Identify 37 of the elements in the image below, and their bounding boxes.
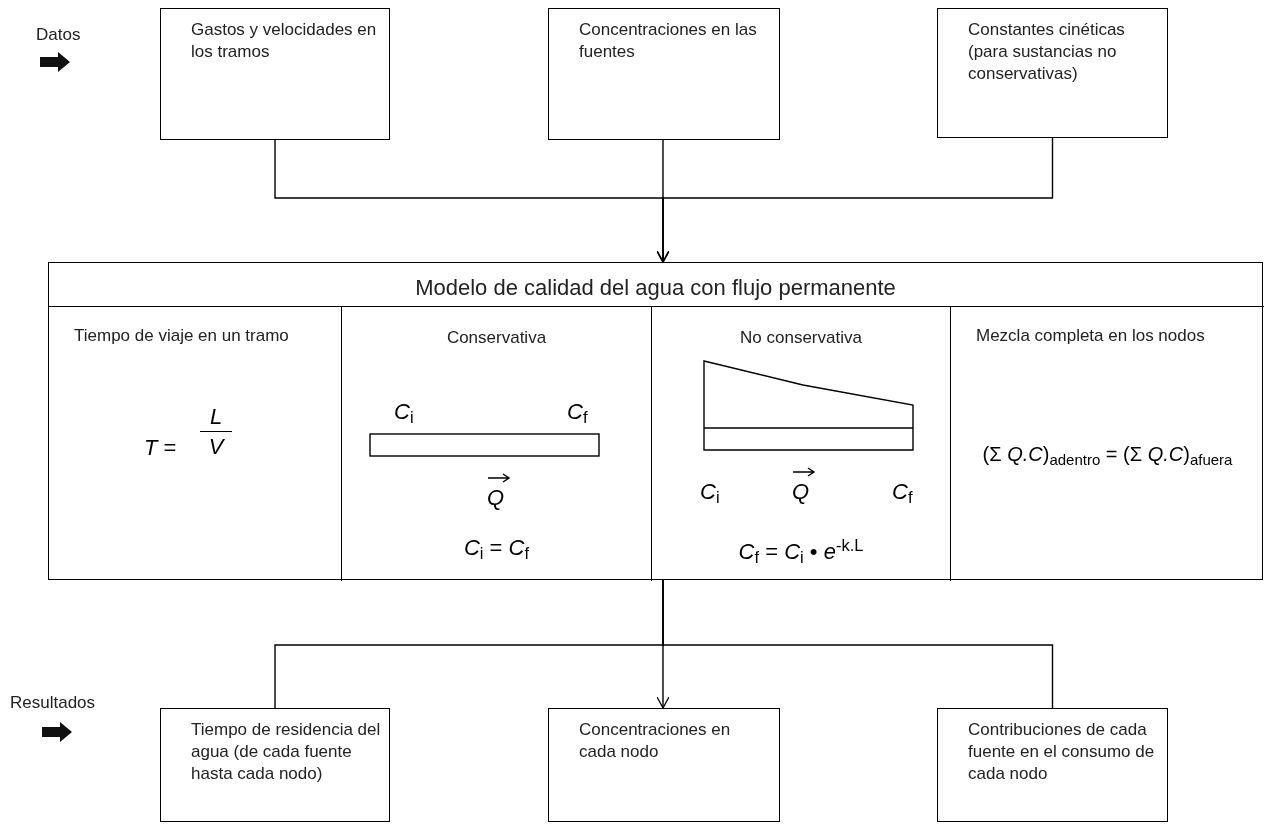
- result-box: [160, 708, 390, 822]
- box-text: Constantes cinéticas (para sustancias no conservativas): [968, 19, 1126, 85]
- concentration-label: C$_{i}$: [394, 398, 414, 428]
- side-label: Resultados: [10, 692, 96, 714]
- result-box: [548, 708, 780, 822]
- formula-text: T =: [144, 434, 177, 462]
- box-text: Concentraciones en cada nodo: [579, 719, 732, 763]
- input-box: [160, 8, 390, 140]
- box-text: Tiempo de residencia del agua (de cada fuente hasta cada nodo): [191, 719, 381, 785]
- formula-text: C$_{i}$ = C$_{f}$: [462, 534, 531, 564]
- result-box: [937, 708, 1168, 822]
- section-heading: Conservativa: [445, 327, 548, 349]
- concentration-label: C$_{f}$: [567, 398, 588, 428]
- fraction-numerator: L: [200, 403, 232, 432]
- box-text: Gastos y velocidades en los tramos: [191, 19, 378, 63]
- model-section: [341, 306, 651, 581]
- input-box: [937, 8, 1168, 138]
- model-section: [950, 306, 1264, 581]
- input-box: [548, 8, 780, 140]
- connector-arrow: [656, 137, 1054, 263]
- section-heading: Mezcla completa en los nodos: [976, 325, 1206, 347]
- flow-label: Q: [792, 478, 810, 506]
- section-heading: Tiempo de viaje en un tramo: [74, 325, 290, 347]
- model-section: [651, 306, 950, 581]
- formula-text: C$_{f}$ = C$_{i}$ • e$^{-k.L}$: [737, 535, 865, 568]
- concentration-label: C$_{f}$: [892, 478, 913, 508]
- model-title: Modelo de calidad del agua con flujo permanente: [414, 274, 897, 302]
- formula-text: (Σ Q.C)$_{adentro}$ = (Σ Q.C)$_{afuera}$: [981, 442, 1234, 469]
- fraction-denominator: V: [207, 433, 226, 461]
- box-text: Concentraciones en las fuentes: [579, 19, 758, 63]
- connector-line: [662, 579, 1054, 709]
- section-heading: No conservativa: [739, 327, 863, 349]
- model-box: [48, 262, 1263, 580]
- flow-label: Q: [487, 484, 505, 512]
- concentration-label: C$_{i}$: [700, 478, 720, 508]
- box-text: Contribuciones de cada fuente en el consumo de cada nodo: [968, 719, 1156, 785]
- side-label: Datos: [36, 24, 81, 46]
